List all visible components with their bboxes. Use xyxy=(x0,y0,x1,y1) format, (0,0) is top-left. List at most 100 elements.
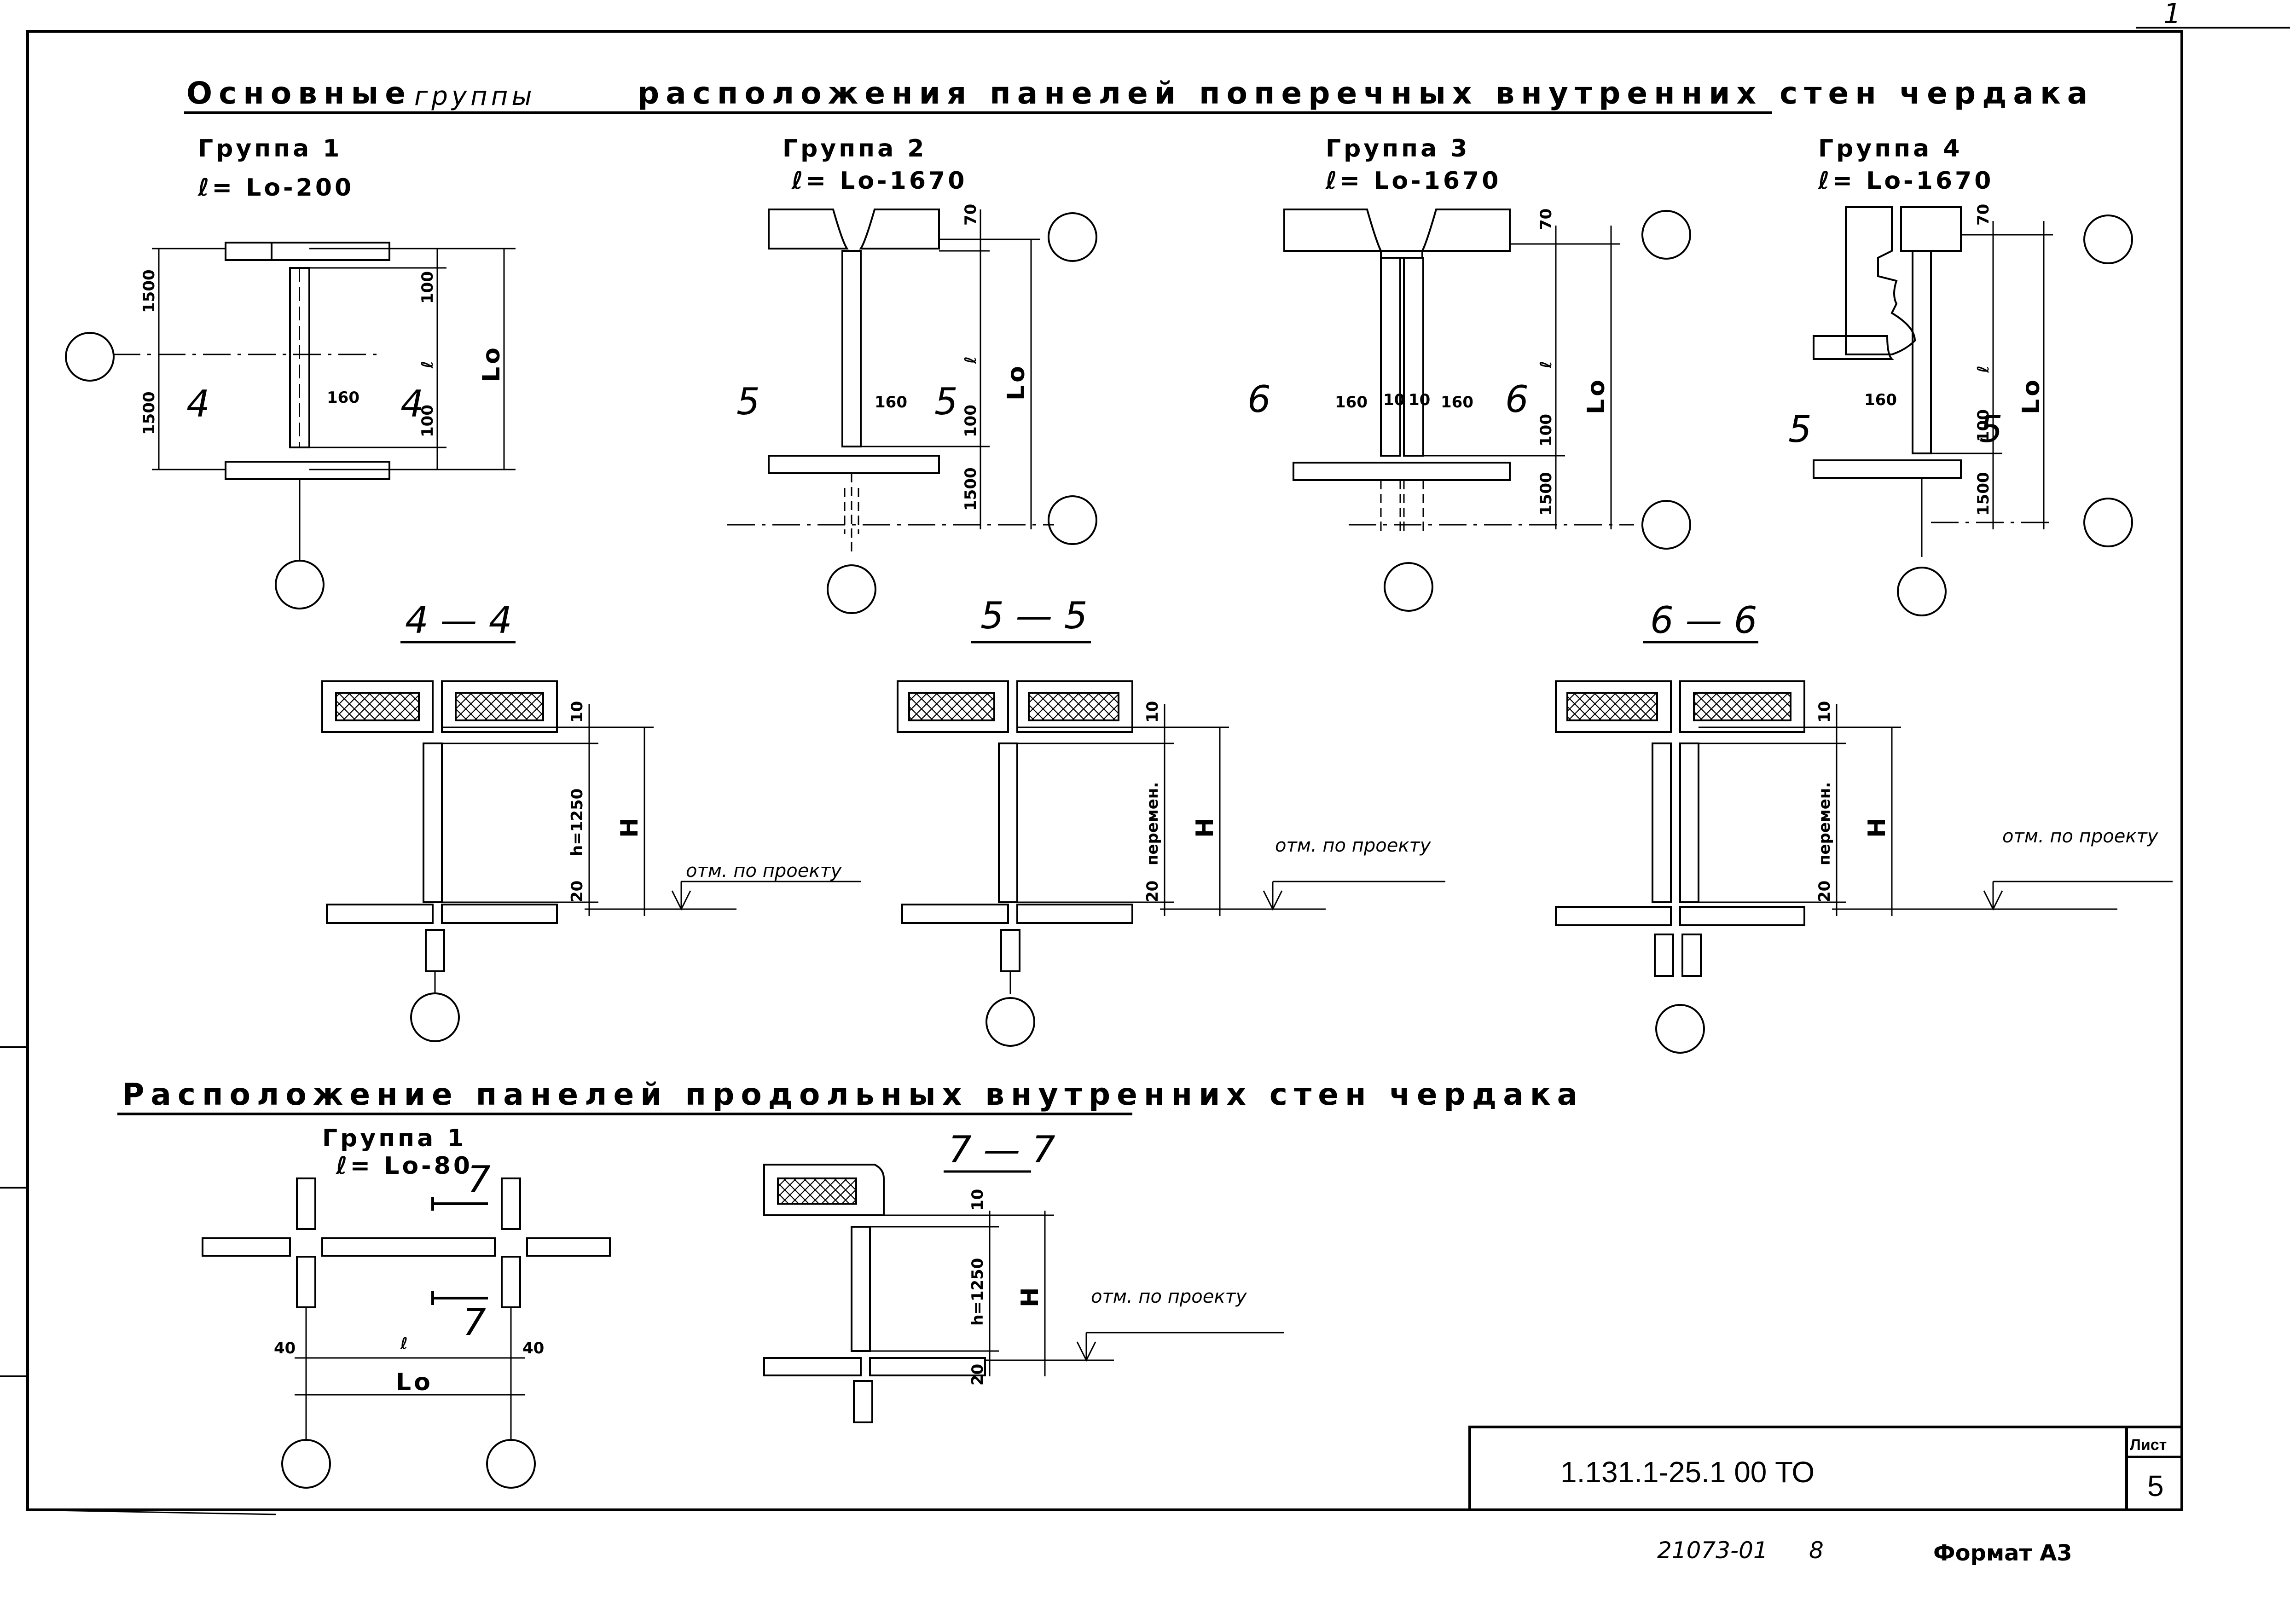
svg-text:20: 20 xyxy=(568,881,586,902)
group-4-formula: ℓ= Lo-1670 xyxy=(1818,167,1994,195)
svg-text:Lo: Lo xyxy=(1003,363,1030,400)
svg-text:Расположение панелей продольны: Расположение панелей продольных внутренн… xyxy=(122,1077,1584,1112)
svg-text:160: 160 xyxy=(1441,393,1473,412)
svg-text:70: 70 xyxy=(962,204,980,226)
group-2-formula: ℓ= Lo-1670 xyxy=(791,167,967,195)
section-5-5-labels: 10 перемен. 20 H отм. по проекту xyxy=(1143,701,1432,902)
section-4-4-labels: 10 h=1250 20 H отм. по проекту xyxy=(568,701,842,902)
svg-text:ℓ: ℓ xyxy=(1974,365,1993,373)
svg-text:70: 70 xyxy=(1537,209,1555,230)
svg-text:100: 100 xyxy=(418,405,437,437)
plan-group-1-labels: 1500 1500 100 100 ℓ Lo 160 4 4 xyxy=(140,269,505,437)
svg-text:6 — 6: 6 — 6 xyxy=(1650,599,1757,642)
group-long-formula: ℓ= Lo-80 xyxy=(336,1152,473,1180)
plan-group-4 xyxy=(1813,206,2133,616)
group-3-formula: ℓ= Lo-1670 xyxy=(1325,167,1501,195)
svg-text:1500: 1500 xyxy=(1974,472,1993,516)
svg-text:6: 6 xyxy=(1247,378,1271,421)
main-title-word-2: группы xyxy=(414,81,536,111)
plan-group-3 xyxy=(1283,209,1691,612)
svg-text:100: 100 xyxy=(1537,414,1555,447)
svg-text:h=1250: h=1250 xyxy=(968,1258,987,1326)
svg-text:1500: 1500 xyxy=(1537,472,1555,516)
plan-longitudinal-labels: 7 7 40 40 ℓ Lo xyxy=(274,1158,544,1396)
section-6-6 xyxy=(1555,680,2173,1054)
svg-text:6: 6 xyxy=(1505,378,1529,421)
footer: 21073-01 8 Формат А3 xyxy=(1657,1537,2072,1566)
section-6-6-labels: 10 перемен. 20 H отм. по проекту xyxy=(1815,701,2159,902)
svg-text:160: 160 xyxy=(1335,393,1368,412)
group-1-formula: ℓ= Lo-200 xyxy=(197,174,354,202)
inventory-number: 21073-01 xyxy=(1657,1537,1768,1564)
svg-text:Lo: Lo xyxy=(396,1369,433,1396)
svg-text:перемен.: перемен. xyxy=(1143,782,1162,865)
svg-text:H: H xyxy=(616,815,644,838)
svg-text:70: 70 xyxy=(1974,204,1993,226)
document-code: 1.131.1-25.1 00 ТО xyxy=(1560,1456,1815,1489)
sheet-mark: 1 xyxy=(2163,0,2181,30)
svg-text:10: 10 xyxy=(968,1189,987,1211)
plan-group-4-labels: 70 100 1500 ℓ Lo 160 5 5 xyxy=(1788,204,2045,516)
plan-longitudinal xyxy=(202,1177,611,1489)
sheet-frame xyxy=(0,27,2290,1515)
svg-text:отм. по проекту: отм. по проекту xyxy=(1091,1286,1247,1307)
svg-text:ℓ: ℓ xyxy=(418,361,437,369)
svg-text:1500: 1500 xyxy=(962,467,980,511)
title-block: 1.131.1-25.1 00 ТО Лист 5 xyxy=(1560,1436,2167,1502)
svg-text:отм. по проекту: отм. по проекту xyxy=(2002,826,2159,847)
paper-format: Формат А3 xyxy=(1933,1540,2072,1566)
svg-text:отм. по проекту: отм. по проекту xyxy=(1275,835,1432,856)
svg-text:20: 20 xyxy=(968,1364,987,1386)
svg-text:10: 10 xyxy=(1409,391,1430,409)
section-5-5 xyxy=(897,680,1445,1047)
svg-text:10: 10 xyxy=(1383,391,1405,409)
svg-text:ℓ: ℓ xyxy=(1537,361,1555,369)
section-4-4 xyxy=(321,680,861,1042)
svg-text:100: 100 xyxy=(962,405,980,437)
svg-text:H: H xyxy=(1863,815,1891,838)
plan-group-1 xyxy=(65,242,516,609)
svg-text:5: 5 xyxy=(1979,408,2003,451)
svg-text:4 — 4: 4 — 4 xyxy=(405,599,512,642)
svg-text:H: H xyxy=(1016,1284,1044,1307)
svg-text:100: 100 xyxy=(1974,409,1993,442)
section-titles: 4 — 4 5 — 5 6 — 6 7 — 7 xyxy=(400,594,1758,1173)
svg-text:ℓ: ℓ xyxy=(400,1334,408,1353)
group-4-label: Группа 4 xyxy=(1818,135,1962,162)
svg-text:7 — 7: 7 — 7 xyxy=(948,1128,1055,1171)
sheet-number: 5 xyxy=(2147,1469,2164,1502)
svg-text:40: 40 xyxy=(522,1339,544,1357)
svg-text:1500: 1500 xyxy=(140,269,158,313)
svg-text:160: 160 xyxy=(327,389,359,407)
group-labels: Группа 1 ℓ= Lo-200 Группа 2 ℓ= Lo-1670 Г… xyxy=(197,135,1994,202)
svg-text:7: 7 xyxy=(467,1158,491,1201)
svg-text:100: 100 xyxy=(418,271,437,304)
svg-text:ℓ: ℓ xyxy=(962,356,980,364)
second-title: Расположение панелей продольных внутренн… xyxy=(117,1077,1584,1180)
svg-text:4: 4 xyxy=(400,383,424,425)
svg-text:5: 5 xyxy=(1788,408,1812,451)
svg-text:Lo: Lo xyxy=(1583,377,1610,414)
plan-group-2-labels: 70 100 1500 ℓ Lo 160 5 5 xyxy=(736,204,1030,511)
svg-text:160: 160 xyxy=(1864,391,1897,409)
sheet-label: Лист xyxy=(2130,1436,2167,1454)
svg-text:4: 4 xyxy=(186,383,210,425)
svg-text:Lo: Lo xyxy=(2018,377,2045,414)
svg-text:10: 10 xyxy=(568,701,586,723)
svg-text:1500: 1500 xyxy=(140,391,158,435)
svg-text:7: 7 xyxy=(463,1301,486,1344)
main-title: Основные группы расположения панелей поп… xyxy=(184,75,2087,114)
svg-text:h=1250: h=1250 xyxy=(568,789,586,856)
svg-text:5: 5 xyxy=(934,380,958,423)
plan-group-2 xyxy=(727,209,1097,614)
svg-text:40: 40 xyxy=(274,1339,296,1357)
inventory-copy: 8 xyxy=(1809,1537,1824,1564)
svg-text:20: 20 xyxy=(1815,881,1834,902)
svg-text:10: 10 xyxy=(1143,701,1162,723)
svg-text:Lo: Lo xyxy=(478,345,505,382)
main-title-word-1: Основные xyxy=(186,75,412,111)
svg-text:отм. по проекту: отм. по проекту xyxy=(686,860,842,882)
group-long-label: Группа 1 xyxy=(322,1125,466,1152)
section-7-7 xyxy=(763,1164,1284,1423)
